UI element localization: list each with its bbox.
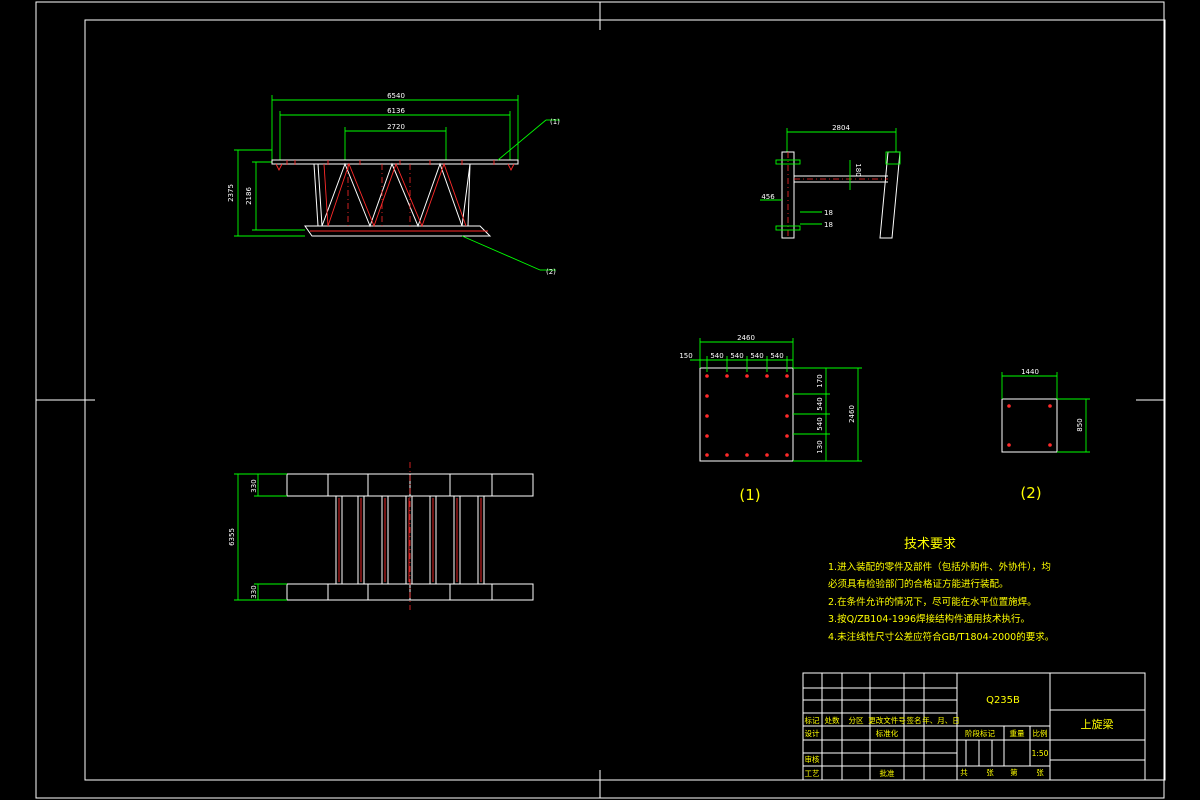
side-label-b: 18 <box>824 221 833 229</box>
hdr-mark: 标记 <box>805 715 820 725</box>
sheet-total: 共 <box>960 768 968 777</box>
dim-middle: 2720 <box>387 123 405 131</box>
tech-req-item-1: 1.进入装配的零件及部件（包括外购件、外协件），均 <box>828 561 1051 573</box>
d1-dim-r4: 130 <box>816 440 824 453</box>
dim-inner: 6136 <box>387 107 405 115</box>
outer-border <box>35 1 1165 799</box>
d1-dim-r3: 540 <box>816 417 824 430</box>
label-approve: 批准 <box>880 768 895 778</box>
side-label-a: 18 <box>824 209 833 217</box>
plan-dim-top: 330 <box>250 479 258 492</box>
detail-1-plate: 2460 150 540 540 540 540 2460 170 540 54… <box>679 334 862 504</box>
ratio-value: 1:50 <box>1032 749 1049 758</box>
d1-dim-s2: 540 <box>730 352 743 360</box>
hdr-count: 处数 <box>825 715 840 725</box>
label-process: 工艺 <box>805 769 820 778</box>
tech-req-item-4: 4.未注线性尺寸公差应符合GB/T1804-2000的要求。 <box>828 631 1054 643</box>
material: Q235B <box>986 695 1020 706</box>
side-view: 2804 180 456 18 18 <box>760 124 901 239</box>
side-dim-width: 2804 <box>832 124 850 132</box>
detail-2-plate: 1440 850 (2) <box>1001 368 1090 502</box>
tech-req-title: 技术要求 <box>904 537 956 552</box>
d1-dim-r2: 540 <box>816 397 824 410</box>
hdr-zone: 分区 <box>849 716 864 725</box>
title-block: Q235B 上旋梁 标记 处数 分区 更改文件号 签名 年、月、日 设计 标准化… <box>802 672 1146 781</box>
d2-dim-height: 850 <box>1076 418 1084 431</box>
part-name: 上旋梁 <box>1081 717 1114 731</box>
hdr-date: 年、月、日 <box>922 715 960 725</box>
plan-view: 330 6355 330 <box>228 462 534 610</box>
dim-height-inner: 2186 <box>245 187 253 205</box>
d2-label: (2) <box>1020 484 1041 502</box>
callout-2: (2) <box>546 268 556 276</box>
d2-dim-width: 1440 <box>1021 368 1039 376</box>
inner-border <box>84 19 1166 781</box>
dim-overall: 6540 <box>387 92 405 100</box>
d1-label: (1) <box>739 486 760 504</box>
d1-dim-left: 150 <box>679 352 692 360</box>
plan-dim-overall: 6355 <box>228 528 236 546</box>
side-dim-left: 456 <box>761 193 775 201</box>
callout-1: (1) <box>550 118 560 126</box>
label-design: 设计 <box>805 728 820 738</box>
hdr-change-doc: 更改文件号 <box>868 715 906 725</box>
d1-dim-s4: 540 <box>770 352 783 360</box>
d1-dim-width: 2460 <box>737 334 755 342</box>
front-view: 6540 6136 2720 2375 2186 <box>227 92 560 276</box>
sheet-end: 张 <box>1036 768 1044 777</box>
tech-req-item-3: 3.按Q/ZB104-1996焊接结构件通用技术执行。 <box>828 613 1030 625</box>
weight-label: 重量 <box>1010 729 1026 738</box>
sheet-no: 第 <box>1010 767 1018 777</box>
hdr-sign: 签名 <box>907 715 922 725</box>
label-standard: 标准化 <box>876 728 899 738</box>
d1-dim-s3: 540 <box>750 352 763 360</box>
ratio-label: 比例 <box>1033 728 1048 738</box>
plan-dim-bottom: 330 <box>250 585 258 598</box>
tech-req-item-1b: 必须具有检验部门的合格证方能进行装配。 <box>828 578 1009 590</box>
dim-height-outer: 2375 <box>227 184 235 202</box>
d1-dim-height: 2460 <box>848 405 856 423</box>
technical-requirements: 技术要求 1.进入装配的零件及部件（包括外购件、外协件），均 必须具有检验部门的… <box>828 537 1054 643</box>
d1-dim-s1: 540 <box>710 352 723 360</box>
tech-req-item-2: 2.在条件允许的情况下，尽可能在水平位置施焊。 <box>828 596 1037 608</box>
sheet-label: 张 <box>986 768 994 777</box>
stage-mark: 阶段标记 <box>965 728 995 738</box>
label-review: 审核 <box>805 754 820 764</box>
d1-dim-r1: 170 <box>816 374 824 387</box>
side-dim-post: 180 <box>854 163 862 176</box>
